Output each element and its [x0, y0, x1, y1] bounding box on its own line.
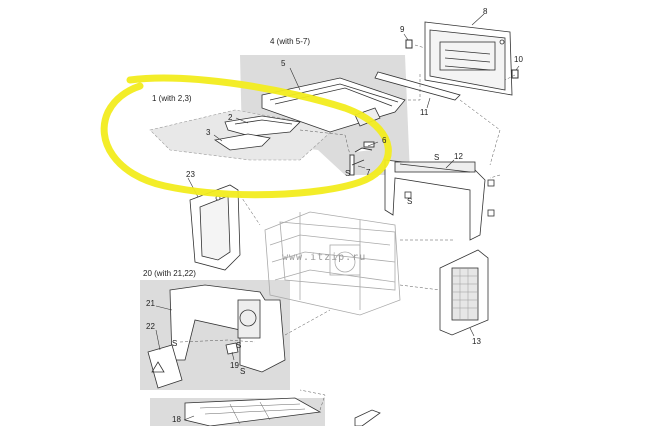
part-9-screw: [405, 39, 413, 49]
callout-s-12a: S: [434, 153, 440, 162]
leader-lines: [179, 44, 516, 411]
callout-5-top: 5: [281, 59, 286, 68]
callout-7: 7: [366, 168, 371, 177]
callout-22: 22: [146, 322, 155, 331]
callout-10: 10: [514, 55, 523, 64]
part-3-tray: [213, 133, 271, 151]
callout-8: 8: [483, 7, 488, 16]
callout-s-20a: S: [172, 339, 178, 348]
part-23-side-frame: [189, 184, 241, 271]
callout-19: 19: [230, 361, 239, 370]
callout-s-20c: S: [240, 367, 246, 376]
part-22-cover: [147, 344, 183, 389]
callout-23: 23: [186, 170, 195, 179]
callout-20: 20 (with 21,22): [143, 269, 196, 278]
part-21-front-frame: [169, 284, 286, 373]
callout-12: 12: [454, 152, 463, 161]
callout-s-12b: S: [407, 197, 413, 206]
callout-s-20b: S: [236, 341, 242, 350]
callout-1: 1 (with 2,3): [152, 94, 192, 103]
part-12-frame: [384, 159, 495, 241]
part-13-side-cover: [439, 249, 489, 336]
callout-2: 2: [228, 113, 233, 122]
part-7-hinge: [349, 154, 365, 176]
part-18-tray: [184, 397, 322, 426]
part-8-rear-cover: [424, 21, 513, 96]
callout-13: 13: [472, 337, 481, 346]
part-10-screw: [511, 69, 519, 79]
watermark: www.itzip.ru: [282, 252, 367, 263]
callout-9: 9: [400, 25, 405, 34]
part-19-clip: [225, 342, 239, 355]
callout-ticks: [155, 13, 520, 421]
callout-3: 3: [206, 128, 211, 137]
part-6-bracket: [354, 141, 375, 153]
callout-6: 6: [382, 136, 387, 145]
highlight-ellipse: [100, 74, 392, 199]
part-unlabeled-lever: [354, 409, 381, 426]
callout-11: 11: [420, 108, 429, 117]
callout-s-7: S: [345, 169, 351, 178]
part-11-rod: [374, 71, 461, 101]
callout-4: 4 (with 5-7): [270, 37, 311, 46]
callout-21: 21: [146, 299, 155, 308]
callout-18: 18: [172, 415, 181, 424]
printer-chassis: [264, 211, 401, 316]
